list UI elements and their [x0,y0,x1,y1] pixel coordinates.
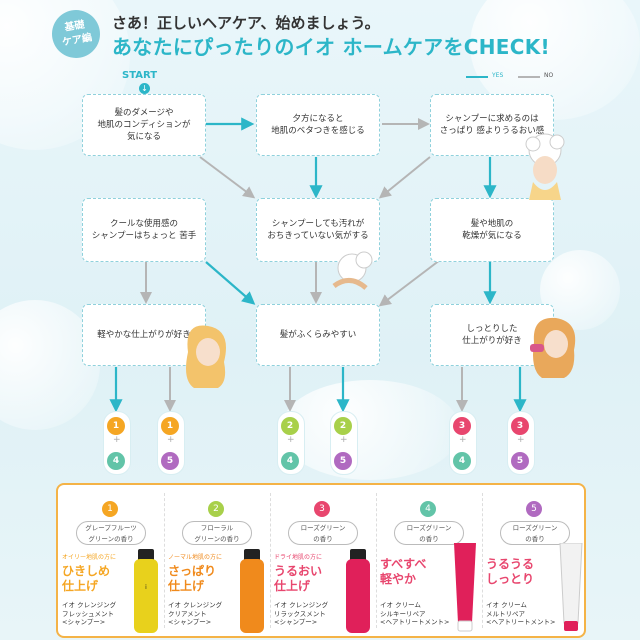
question-box-6: 髪や地肌の乾燥が気になる [430,198,554,262]
question-box-8: 髪がふくらみやすい [256,304,380,366]
product-number: 1 [102,501,118,517]
product-panel: 1 グレープフルーツグリーンの香り オイリー地肌の方に ひきしめ仕上げ イオ ク… [56,483,586,638]
result-top: 3 [453,417,471,435]
plus-sign: + [340,435,348,445]
product-number: 3 [314,501,330,517]
no-arrows [140,118,468,412]
plus-sign: + [459,435,467,445]
question-box-5: シャンプーしても汚れがおちきっていない気がする [256,198,380,262]
product-tagline: さっぱり仕上げ [168,564,217,593]
product-name: イオ クレンジングフレッシュメント<シャンプー> [62,601,117,626]
target-tag: ドライ地肌の方に [274,554,323,561]
result-bottom: 5 [334,452,352,470]
product-card-4: 4 ローズグリーンの香り すべすべ軽やか イオ クリームシルキーリペア<ヘアトリ… [376,485,482,636]
legend-yes-label: YES [492,72,504,79]
product-number: 5 [526,501,542,517]
shampoo-bottle-icon [346,549,370,633]
product-card-1: 1 グレープフルーツグリーンの香り オイリー地肌の方に ひきしめ仕上げ イオ ク… [58,485,164,636]
product-tagline: すべすべ軽やか [380,557,427,586]
result-top: 2 [281,417,299,435]
result-bottom: 4 [107,452,125,470]
result-top: 1 [107,417,125,435]
product-tagline: うるうるしっとり [486,557,535,586]
product-name: イオ クリームメルトリペア<ヘアトリートメント> [486,601,556,626]
legend-yes-line [466,76,488,78]
shampoo-bottle-icon: i [134,549,158,633]
product-card-2: 2 フローラルグリーンの香り ノーマル地肌の方に さっぱり仕上げ イオ クレンジ… [164,485,270,636]
result-bottom: 5 [511,452,529,470]
product-name: イオ クレンジングリラックスメント<シャンプー> [274,601,329,626]
scent-label: ローズグリーンの香り [394,521,464,545]
question-box-4: クールな使用感のシャンプーはちょっと 苦手 [82,198,206,262]
woman-brushing-illustration [530,317,576,378]
result-top: 1 [161,417,179,435]
legend-no-line [518,76,540,78]
scent-label: ローズグリーンの香り [500,521,570,545]
shampoo-bottle-icon [240,549,264,633]
yes-arrows [109,117,527,413]
product-card-3: 3 ローズグリーンの香り ドライ地肌の方に うるおい仕上げ イオ クレンジングリ… [270,485,376,636]
product-name: イオ クレンジングクリアメント<シャンプー> [168,601,223,626]
product-card-5: 5 ローズグリーンの香り うるうるしっとり イオ クリームメルトリペア<ヘアトリ… [482,485,588,636]
plus-sign: + [517,435,525,445]
question-box-1: 髪のダメージや地肌のコンディションが気になる [82,94,206,156]
product-tagline: ひきしめ仕上げ [62,564,111,593]
product-number: 4 [420,501,436,517]
product-name: イオ クリームシルキーリペア<ヘアトリートメント> [380,601,450,626]
result-bottom: 4 [453,452,471,470]
plus-sign: + [287,435,295,445]
page-subtitle: さあ！正しいヘアケア、始めましょう。 [112,14,380,32]
target-tag: オイリー地肌の方に [62,554,117,561]
treatment-tube-icon [559,543,583,631]
scent-label: グレープフルーツグリーンの香り [76,521,146,545]
scent-label: ローズグリーンの香り [288,521,358,545]
bubble-decoration [280,380,460,480]
svg-text:i: i [145,584,147,591]
plus-sign: + [167,435,175,445]
result-top: 2 [334,417,352,435]
treatment-tube-icon [454,543,476,632]
start-label: START [122,70,158,81]
question-box-2: 夕方になると地肌のベタつきを感じる [256,94,380,156]
page-title: あなたにぴったりのイオ ホームケアをCHECK! [112,35,550,59]
question-box-7: 軽やかな仕上がりが好き [82,304,206,366]
target-tag: ノーマル地肌の方に [168,554,223,561]
result-bottom: 4 [281,452,299,470]
result-top: 3 [511,417,529,435]
scent-label: フローラルグリーンの香り [182,521,252,545]
hand-washing-illustration [332,251,373,290]
product-tagline: うるおい仕上げ [274,564,323,593]
plus-sign: + [113,435,121,445]
down-arrow-icon: ↓ [139,83,150,94]
product-number: 2 [208,501,224,517]
woman-shampoo-illustration [525,133,565,200]
legend-no-label: NO [544,72,554,79]
woman-light-hair-illustration [186,325,226,388]
result-bottom: 5 [161,452,179,470]
